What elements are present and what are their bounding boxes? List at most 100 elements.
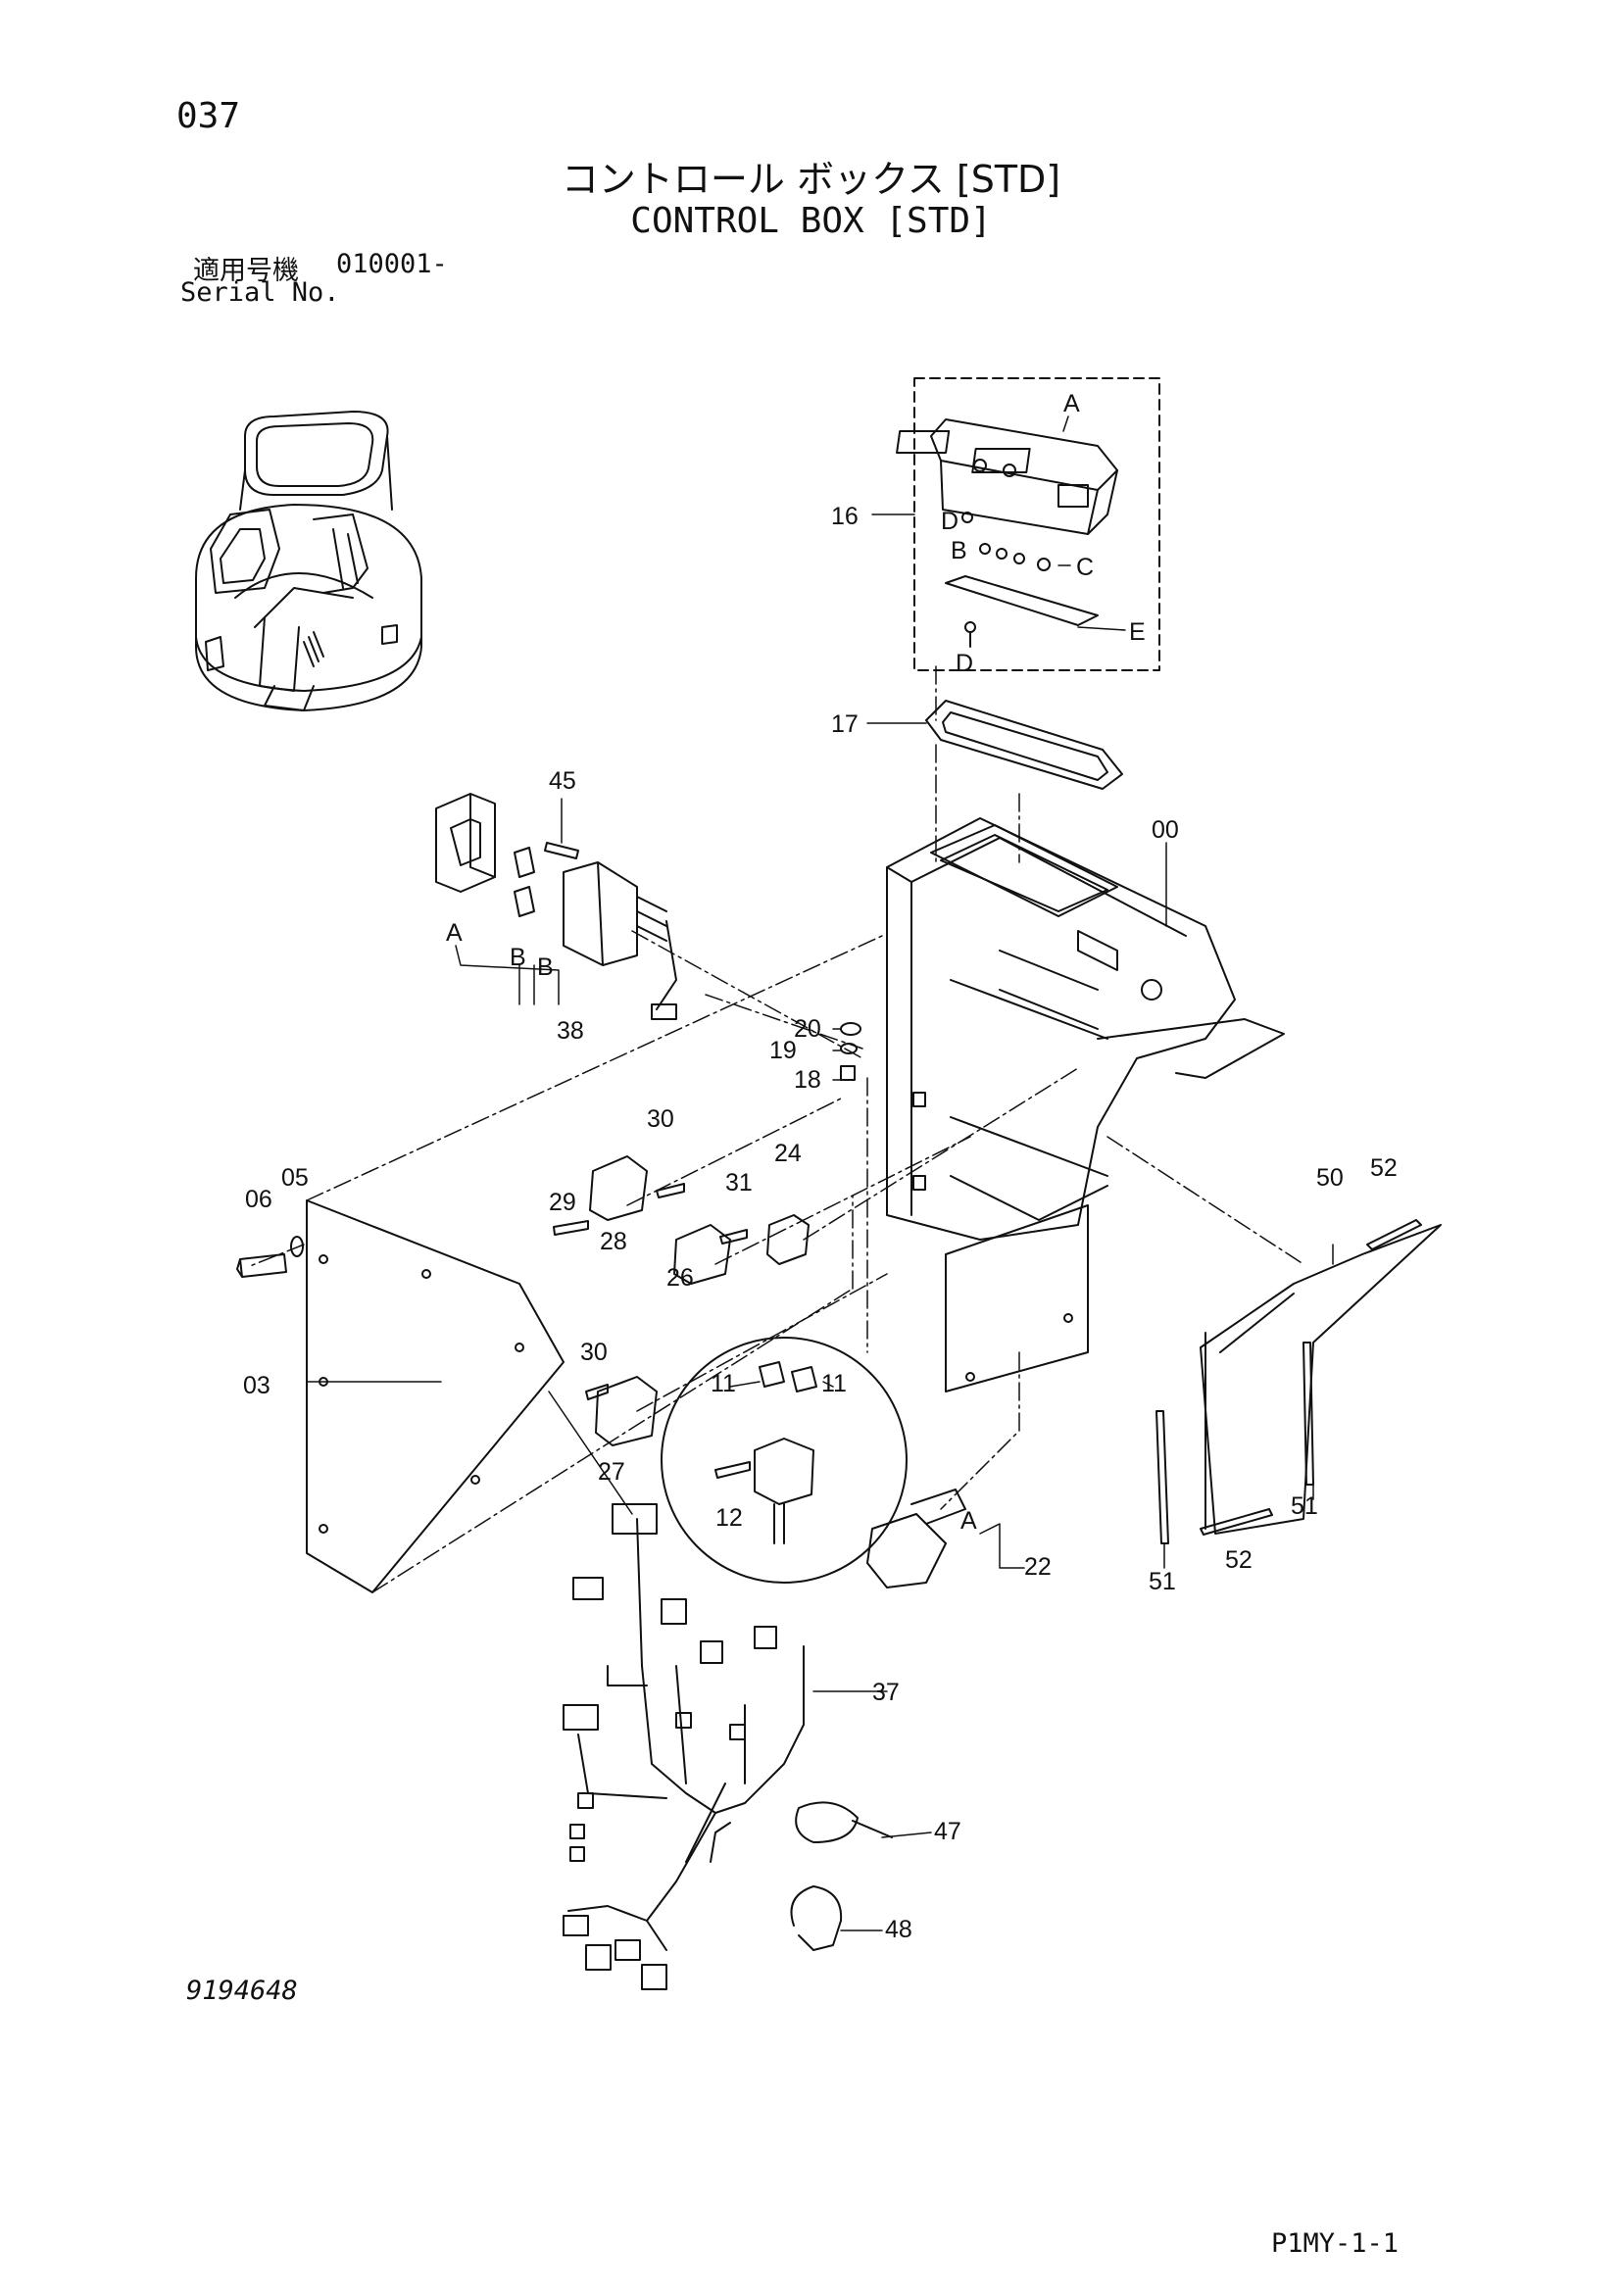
callout-label: 03 xyxy=(243,1372,270,1399)
harness-connector-12 xyxy=(563,1915,589,1936)
controller-38 xyxy=(563,861,638,966)
strip-51-left xyxy=(1155,1410,1169,1544)
harness-connector-3 xyxy=(661,1598,687,1625)
screw-12 xyxy=(714,1461,751,1479)
callout-label: B xyxy=(951,537,967,564)
strip-52-top xyxy=(1366,1219,1422,1250)
bolt-06 xyxy=(236,1253,287,1278)
callout-label: 50 xyxy=(1316,1164,1344,1192)
washer-20 xyxy=(840,1022,861,1036)
screw-29 xyxy=(553,1220,589,1236)
harness-connector-9 xyxy=(577,1792,594,1809)
sheet-code: P1MY-1-1 xyxy=(1271,2228,1400,2259)
callout-label: 45 xyxy=(549,767,576,795)
detail-circle xyxy=(661,1337,908,1584)
callout-label: 11 xyxy=(711,1370,736,1397)
callout-label: A xyxy=(1063,390,1080,417)
connector-housing-a xyxy=(435,793,496,893)
callout-label: 52 xyxy=(1370,1154,1398,1182)
harness-connector-13 xyxy=(585,1944,612,1971)
page-title-japanese: コントロール ボックス [STD] xyxy=(561,158,1061,201)
drawing-number: 9194648 xyxy=(186,1976,298,2006)
harness-connector-8 xyxy=(729,1724,746,1740)
callout-label: B xyxy=(537,953,554,981)
callout-label: 18 xyxy=(794,1066,821,1094)
callout-label: 38 xyxy=(557,1017,584,1045)
gasket-part-inner xyxy=(942,711,1108,781)
harness-connector-15 xyxy=(641,1964,667,1990)
callout-label: 06 xyxy=(245,1186,272,1213)
gasket-part xyxy=(925,700,1123,790)
harness-connector-11 xyxy=(569,1846,585,1862)
callout-label: 37 xyxy=(872,1679,900,1706)
screw-30-a xyxy=(656,1183,685,1198)
serial-label-english: Serial No. xyxy=(180,277,340,308)
callout-label: 16 xyxy=(831,503,859,530)
harness-connector-5 xyxy=(754,1626,777,1649)
harness-connector-6 xyxy=(563,1704,599,1731)
monitor-panel-assembly xyxy=(896,377,1160,671)
bolt-18 xyxy=(840,1065,856,1081)
callout-label: 17 xyxy=(831,710,859,738)
callout-label: 47 xyxy=(934,1818,961,1845)
callout-label: B xyxy=(510,944,526,971)
screw-31 xyxy=(719,1229,748,1245)
clamp-48 xyxy=(790,1885,843,1951)
harness-connector-2 xyxy=(572,1577,604,1600)
assembly-lines xyxy=(249,665,1304,1593)
relay-28 xyxy=(589,1155,648,1221)
screw-30-b xyxy=(585,1384,609,1400)
callout-label: 00 xyxy=(1152,816,1179,844)
serial-label-japanese: 適用号機 xyxy=(193,256,299,286)
callout-label: 24 xyxy=(774,1140,802,1167)
callout-label: C xyxy=(1076,554,1094,581)
callout-label: 19 xyxy=(769,1037,797,1064)
cable-tie-47 xyxy=(795,1801,893,1843)
callout-label: 30 xyxy=(647,1105,674,1133)
callout-label: 26 xyxy=(666,1264,694,1292)
callout-label: 27 xyxy=(598,1458,625,1486)
callout-label: D xyxy=(941,508,958,535)
callout-label: 51 xyxy=(1291,1492,1318,1520)
key-switch-22 xyxy=(866,1489,966,1588)
callout-label: 31 xyxy=(725,1169,753,1197)
callout-label: 51 xyxy=(1149,1568,1176,1595)
callout-label: A xyxy=(960,1507,977,1535)
callout-label: 22 xyxy=(1024,1553,1052,1581)
leader-lines xyxy=(306,415,1334,1931)
connector-b-2 xyxy=(514,886,535,917)
strip-52-bottom xyxy=(1200,1508,1273,1536)
page-title-english: CONTROL BOX [STD] xyxy=(630,201,992,241)
harness-connector-1 xyxy=(612,1503,658,1535)
wire-harness-37 xyxy=(636,1518,716,1922)
callout-label: 52 xyxy=(1225,1546,1253,1574)
serial-number-value: 010001- xyxy=(336,249,448,279)
callout-label: 30 xyxy=(580,1339,608,1366)
callout-label: 48 xyxy=(885,1916,912,1943)
relay-24 xyxy=(766,1214,810,1265)
callout-labels: 16 A B C D D E 17 00 45 A B B 38 20 19 1… xyxy=(243,390,1398,1943)
callout-label: 28 xyxy=(600,1228,627,1255)
relay-socket xyxy=(754,1438,814,1505)
harness-connector-7 xyxy=(675,1712,692,1729)
mat-50 xyxy=(1200,1224,1442,1535)
callout-label: 29 xyxy=(549,1189,576,1216)
callout-label: E xyxy=(1129,618,1146,646)
relay-11-left xyxy=(759,1361,785,1388)
callout-label: A xyxy=(446,919,463,947)
control-box-housing xyxy=(886,817,1285,1392)
relay-26 xyxy=(673,1224,731,1285)
page-number: 037 xyxy=(176,96,241,136)
callout-label: D xyxy=(956,650,973,677)
connector-b-1 xyxy=(514,847,535,878)
harness-connector-10 xyxy=(569,1824,585,1839)
harness-connector-14 xyxy=(614,1939,641,1961)
relay-11-right xyxy=(791,1366,817,1392)
side-cover-plate xyxy=(306,1199,565,1593)
callout-label: 12 xyxy=(715,1504,743,1532)
callout-label: 11 xyxy=(821,1370,847,1397)
relay-27 xyxy=(595,1376,658,1446)
harness-connector-4 xyxy=(700,1640,723,1664)
